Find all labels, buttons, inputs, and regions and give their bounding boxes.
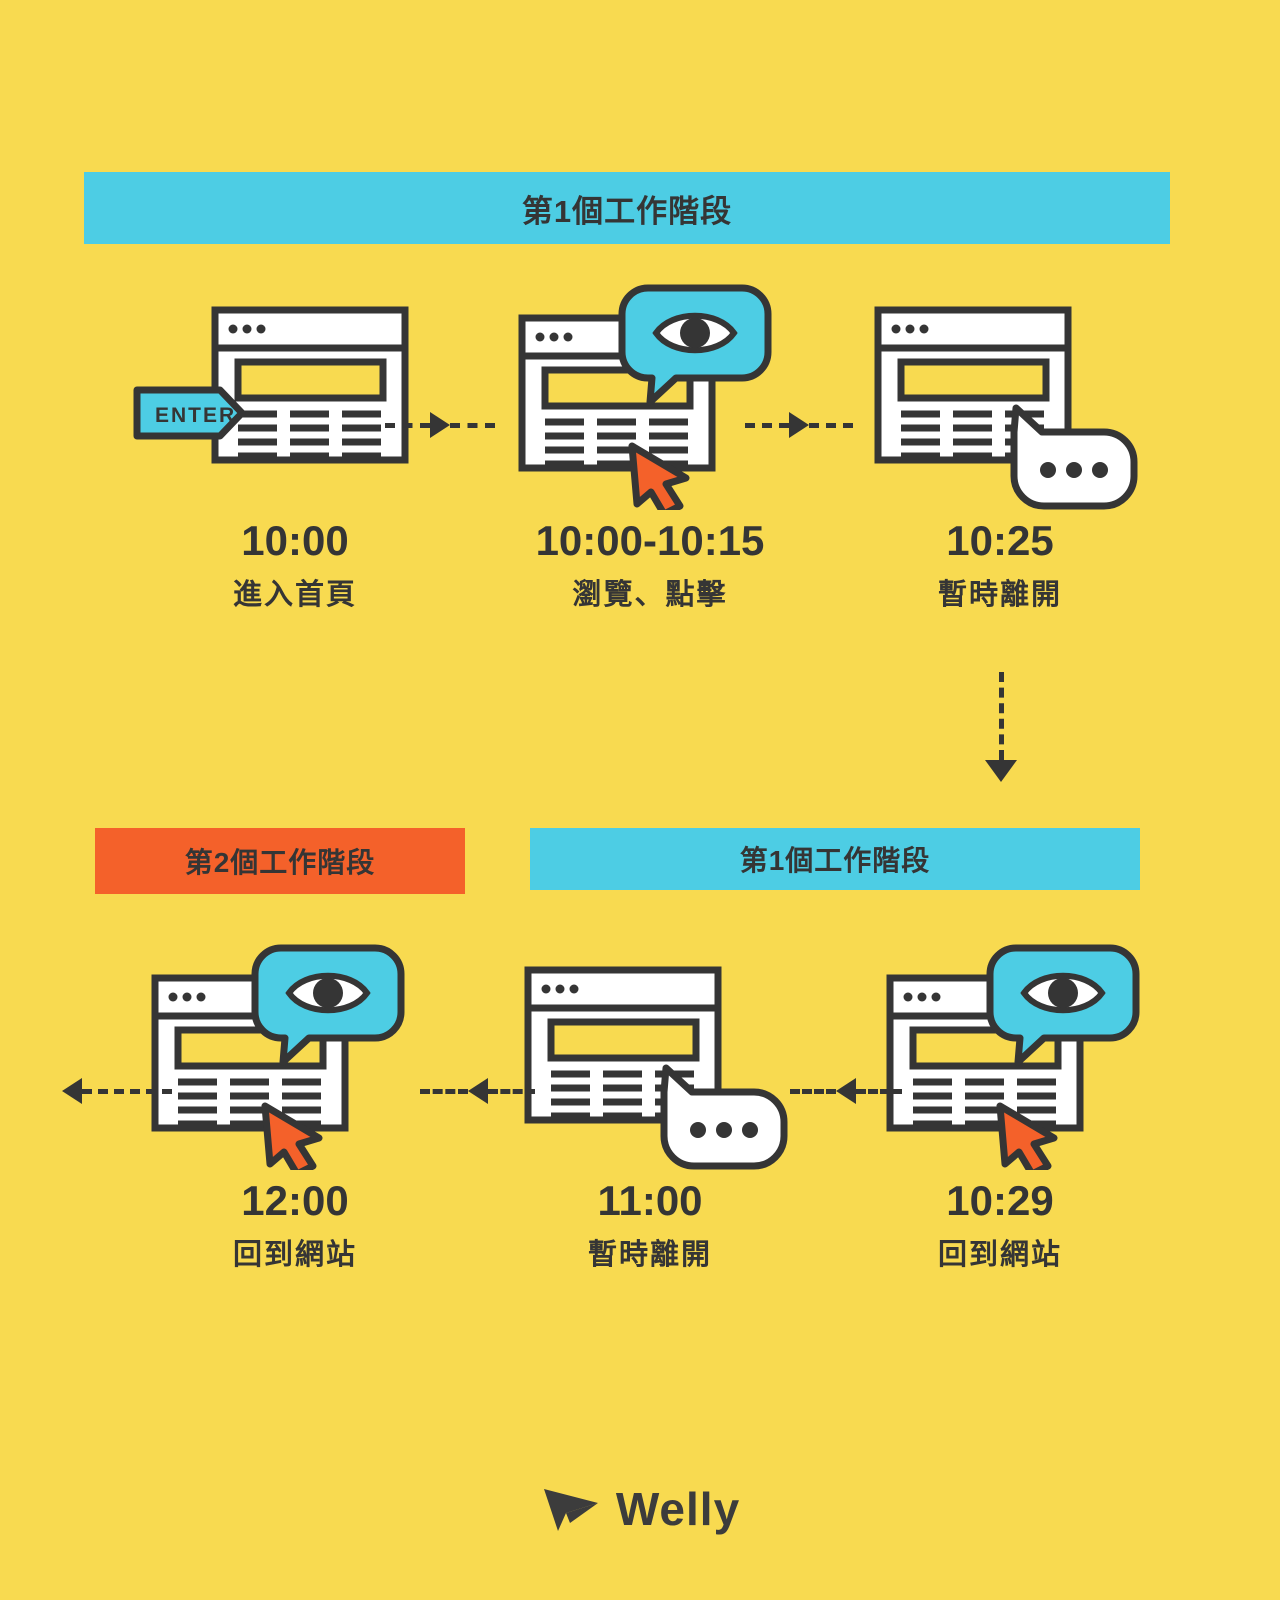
cursor-icon [996, 1102, 1058, 1170]
timeline-row-2: 12:00 回到網站 [0, 940, 1280, 1340]
connector-arrow-right-1 [385, 412, 495, 438]
session-banner-row2-left-label: 第2個工作階段 [184, 847, 376, 878]
timeline-row-1: ENTER 10:00 進入首頁 [0, 280, 1280, 680]
step-time: 11:00 [597, 1177, 703, 1224]
arrowhead-right-icon [789, 412, 809, 438]
dash-line [856, 1088, 902, 1094]
session-banner-row2-left: 第2個工作階段 [95, 828, 465, 894]
browser-window-eye-cursor-icon [518, 284, 772, 510]
session-banner-top-label: 第1個工作階段 [521, 193, 733, 229]
browser-window-enter-icon: ENTER [133, 306, 409, 464]
eye-bubble-icon [251, 944, 405, 1066]
step-time: 10:25 [946, 517, 1054, 564]
step-caption: 11:00 暫時離開 [480, 1178, 820, 1273]
connector-arrow-left-1 [62, 1078, 172, 1104]
timeline-step-6: 10:29 回到網站 [830, 940, 1170, 1340]
browser-window-eye-cursor-icon [151, 944, 405, 1170]
step-caption: 12:00 回到網站 [125, 1178, 465, 1273]
arrowhead-left-icon [62, 1078, 82, 1104]
icon-browser-enter: ENTER [125, 280, 465, 510]
step-caption: 10:25 暫時離開 [830, 518, 1170, 613]
timeline-step-3: 10:25 暫時離開 [830, 280, 1170, 680]
browser-window-idle-bubble-icon [874, 306, 1138, 510]
timeline-step-4: 12:00 回到網站 [125, 940, 465, 1340]
session-banner-row2-right-label: 第1個工作階段 [739, 845, 931, 876]
enter-badge-text: ENTER [155, 404, 236, 427]
step-caption: 10:00 進入首頁 [125, 518, 465, 613]
eye-bubble-icon [618, 284, 772, 406]
dash-line [487, 1088, 535, 1094]
step-label: 暫時離開 [587, 1239, 712, 1272]
dash-line [790, 1088, 836, 1094]
icon-browser-eye-cursor [480, 280, 820, 510]
dash-line [420, 1088, 468, 1094]
timeline-step-5: 11:00 暫時離開 [480, 940, 820, 1340]
arrowhead-right-icon [430, 412, 450, 438]
arrowhead-left-icon [467, 1078, 488, 1104]
ellipsis-bubble-icon [1010, 404, 1138, 510]
step-time: 12:00 [241, 1177, 349, 1224]
dash-line [809, 422, 853, 428]
timeline-step-2: 10:00-10:15 瀏覽、點擊 [480, 280, 820, 680]
connector-arrow-right-2 [745, 412, 853, 438]
icon-browser-idle [830, 280, 1170, 510]
step-label: 暫時離開 [937, 579, 1062, 612]
browser-window-idle-bubble-icon [524, 966, 788, 1170]
step-time: 10:29 [946, 1177, 1054, 1224]
step-label: 瀏覽、點擊 [572, 579, 728, 612]
browser-window-eye-cursor-icon [886, 944, 1140, 1170]
dash-line [745, 422, 789, 428]
eye-bubble-icon [986, 944, 1140, 1066]
step-caption: 10:29 回到網站 [830, 1178, 1170, 1273]
step-time: 10:00-10:15 [535, 517, 765, 564]
step-label: 回到網站 [232, 1239, 357, 1272]
cursor-icon [628, 442, 690, 510]
brand-name: Welly [615, 1483, 741, 1535]
connector-arrow-down [985, 672, 1017, 782]
step-time: 10:00 [241, 517, 349, 564]
connector-arrow-left-2 [420, 1078, 535, 1104]
step-caption: 10:00-10:15 瀏覽、點擊 [480, 518, 820, 613]
arrowhead-down-icon [985, 760, 1017, 782]
step-label: 進入首頁 [232, 579, 357, 612]
icon-browser-eye-cursor [830, 940, 1170, 1170]
icon-browser-idle [480, 940, 820, 1170]
paper-plane-icon [543, 1489, 598, 1531]
dash-line [450, 422, 495, 428]
connector-arrow-left-3 [790, 1078, 902, 1104]
timeline-step-1: ENTER 10:00 進入首頁 [125, 280, 465, 680]
dash-line-vertical [998, 672, 1004, 760]
session-banner-top: 第1個工作階段 [84, 172, 1170, 244]
dash-line [385, 422, 430, 428]
cursor-icon [261, 1102, 323, 1170]
arrowhead-left-icon [836, 1078, 856, 1104]
session-banner-row2-right: 第1個工作階段 [530, 828, 1140, 890]
ellipsis-bubble-icon [660, 1064, 788, 1170]
step-label: 回到網站 [937, 1239, 1062, 1272]
dash-line [82, 1088, 172, 1094]
footer-logo: Welly [0, 1482, 1280, 1536]
icon-browser-eye-cursor [125, 940, 465, 1170]
